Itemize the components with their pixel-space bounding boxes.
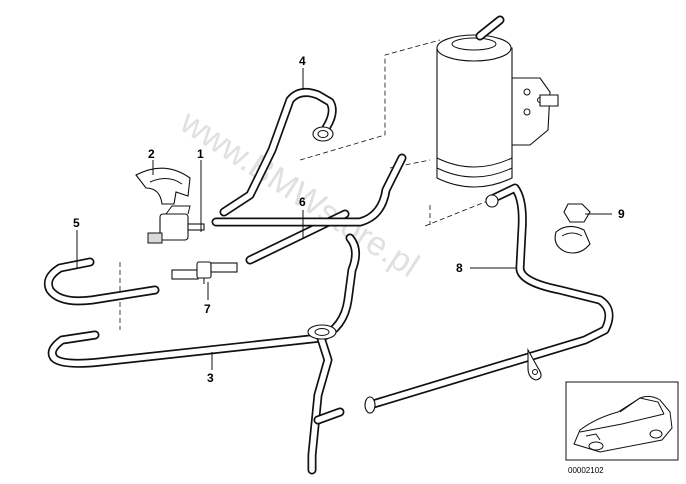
- callout-6: 6: [299, 195, 306, 209]
- callout-7: 7: [204, 302, 211, 316]
- callout-3: 3: [207, 371, 214, 385]
- valve-part-1: [147, 205, 205, 244]
- hose-part-3: [47, 233, 360, 368]
- canister: [436, 15, 559, 188]
- callout-2: 2: [148, 147, 155, 161]
- callout-5: 5: [73, 216, 80, 230]
- hose-part-6: [211, 153, 407, 265]
- hose-part-8: [364, 183, 614, 414]
- callout-8: 8: [456, 261, 463, 275]
- leader-lines: [76, 68, 612, 370]
- clamp-part-9: [554, 203, 591, 254]
- clip-part-2: [135, 167, 191, 205]
- hose-part-5: [43, 257, 160, 306]
- reference-number: 00002102: [568, 466, 604, 475]
- car-thumbnail: [565, 381, 679, 461]
- connector-part-7: [171, 261, 238, 284]
- callout-9: 9: [618, 207, 625, 221]
- hose-part-4: [219, 87, 337, 217]
- callout-4: 4: [299, 54, 306, 68]
- t-pipe: [307, 324, 345, 475]
- callout-1: 1: [197, 147, 204, 161]
